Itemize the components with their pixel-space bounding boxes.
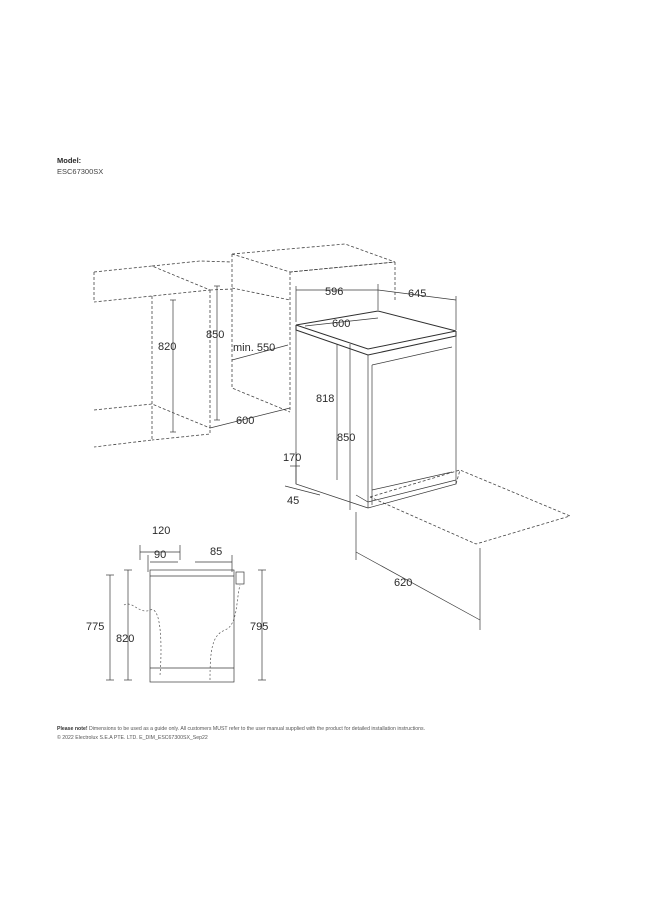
- dim-appliance-depth: 645: [408, 288, 426, 300]
- dim-side-height-775: 775: [86, 621, 104, 633]
- dim-side-depth-90: 90: [154, 549, 166, 561]
- dim-overall-height: 850: [337, 432, 355, 444]
- copyright: © 2022 Electrolux S.E.A PTE. LTD. E_DIM_…: [57, 735, 208, 741]
- side-view: [106, 545, 266, 683]
- dim-plinth-depth: 45: [287, 495, 299, 507]
- dim-niche-width: 600: [236, 415, 254, 427]
- dim-niche-depth-min: min. 550: [233, 342, 275, 354]
- dim-appliance-width: 596: [325, 286, 343, 298]
- dimension-labels: 820 850 min. 550 600 596 645 600 818 850…: [86, 286, 426, 645]
- floor-outline: [369, 469, 572, 545]
- dim-top-width: 600: [332, 318, 350, 330]
- model-label: Model:: [57, 156, 82, 165]
- dishwasher-body: [295, 310, 457, 509]
- dim-body-height: 818: [316, 393, 334, 405]
- dim-side-depth-120: 120: [152, 525, 170, 537]
- note-text: Dimensions to be used as a guide only. A…: [87, 726, 426, 732]
- dim-worktop-height: 850: [206, 329, 224, 341]
- model-code: ESC67300SX: [57, 167, 104, 176]
- dim-plinth-height: 170: [283, 452, 301, 464]
- dim-side-height-820: 820: [116, 633, 134, 645]
- dim-cabinet-height: 820: [158, 341, 176, 353]
- left-cabinet: [93, 260, 233, 448]
- dim-side-depth-85: 85: [210, 546, 222, 558]
- dimension-lines: [170, 284, 481, 630]
- dim-side-height-795: 795: [250, 621, 268, 633]
- dim-door-open-depth: 620: [394, 577, 412, 589]
- note-label: Please note!: [57, 726, 88, 732]
- right-cabinet: [231, 243, 396, 413]
- footer-note: Please note! Dimensions to be used as a …: [57, 726, 425, 732]
